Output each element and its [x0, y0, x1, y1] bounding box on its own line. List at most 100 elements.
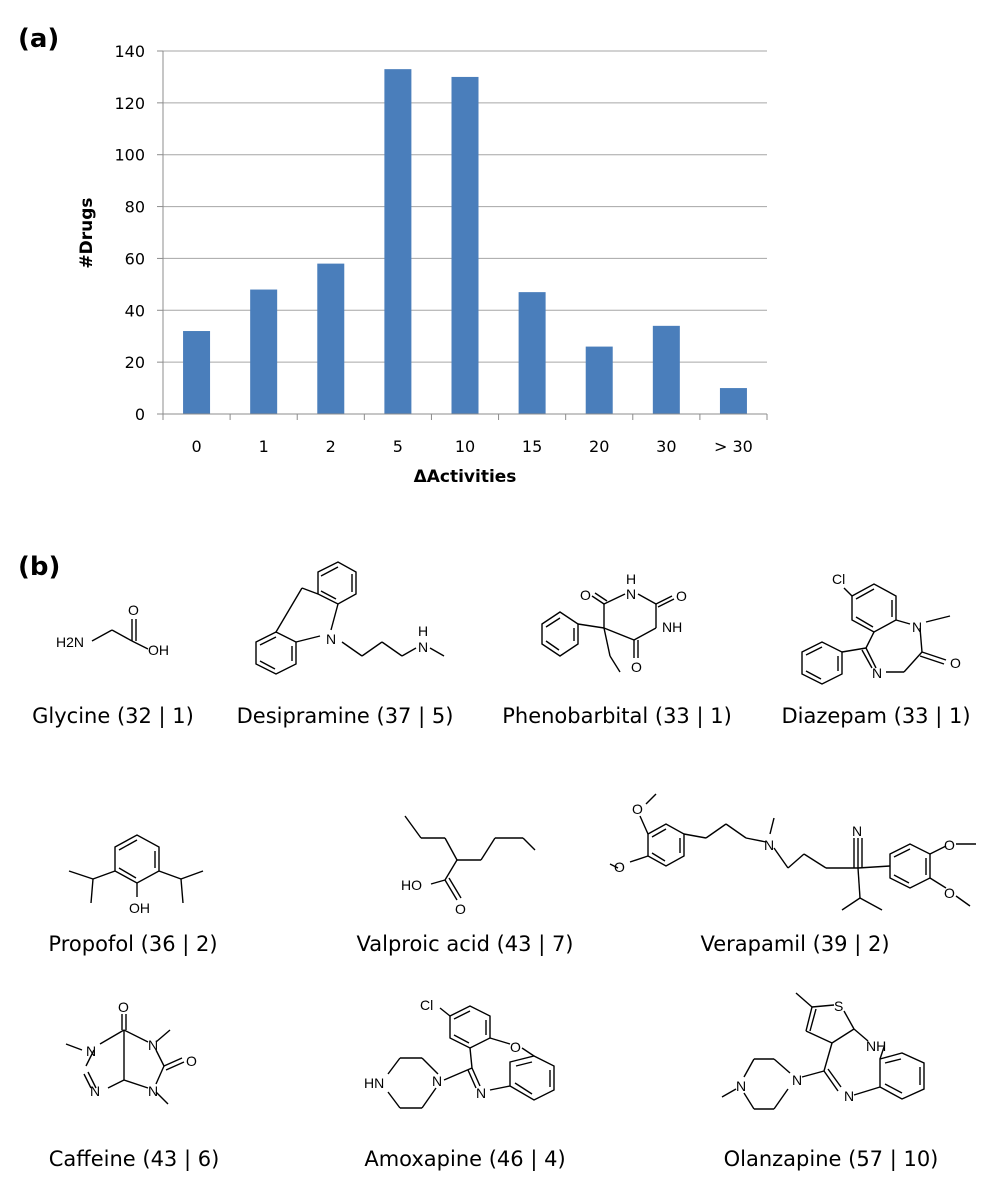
atom-label: O [510, 1039, 521, 1055]
y-tick-label: 0 [135, 405, 145, 424]
valproic-acid-structure-icon: HO O [401, 815, 536, 917]
y-tick-label: 40 [125, 301, 145, 320]
y-tick-label: 60 [125, 249, 145, 268]
chart-bars [183, 69, 747, 415]
atom-label: N [852, 823, 862, 839]
caption-olanzapine: Olanzapine (57 | 10) [723, 1147, 939, 1171]
atom-label: O [950, 655, 961, 671]
atom-label: O [118, 999, 129, 1015]
caption-glycine: Glycine (32 | 1) [32, 704, 194, 728]
x-tick-label: > 30 [714, 437, 753, 456]
atom-label: NH [866, 1038, 886, 1054]
molecule-phenobarbital: O H N O NH O [528, 568, 718, 698]
atom-label: O [186, 1053, 197, 1069]
atom-label: N [736, 1078, 746, 1094]
y-tick-labels: 0 20 40 60 80 100 120 140 [114, 42, 145, 424]
x-axis-title: ΔActivities [414, 467, 517, 487]
atom-label: O [580, 587, 591, 603]
x-tick-label: 30 [656, 437, 676, 456]
y-tick-label: 120 [114, 94, 145, 113]
y-tick-label: 80 [125, 198, 145, 217]
caption-valproic-acid: Valproic acid (43 | 7) [356, 932, 574, 956]
molecule-propofol: OH [55, 815, 225, 930]
panel-label-b: (b) [18, 552, 61, 582]
desipramine-structure-icon: N H N [255, 561, 445, 675]
x-tick-label: 10 [455, 437, 475, 456]
atom-label: Cl [420, 997, 433, 1013]
atom-label: Cl [832, 571, 845, 587]
molecule-verapamil: O O N N O O [609, 788, 990, 923]
x-tick-label: 20 [589, 437, 609, 456]
caption-amoxapine: Amoxapine (46 | 4) [364, 1147, 566, 1171]
atom-label: N [476, 1085, 486, 1101]
molecule-diazepam: Cl N N O [780, 560, 990, 700]
atom-label: NH [662, 619, 682, 635]
atom-label: H [626, 571, 636, 587]
atom-label: N [792, 1072, 802, 1088]
caption-diazepam: Diazepam (33 | 1) [781, 704, 971, 728]
diazepam-structure-icon: Cl N N O [801, 571, 961, 685]
atom-label: OH [148, 642, 169, 658]
molecule-valproic-acid: HO O [395, 808, 555, 923]
atom-label: H [418, 623, 428, 639]
atom-label: N [912, 619, 922, 635]
x-tick-label: 2 [326, 437, 336, 456]
molecule-caffeine: O N N O N N [60, 999, 200, 1120]
atom-label: N [872, 665, 882, 681]
atom-label: N [432, 1073, 442, 1089]
phenobarbital-structure-icon: O H N O NH O [541, 571, 687, 675]
verapamil-structure-icon: O O N N O O [609, 793, 976, 911]
bar [317, 263, 345, 414]
panel-label-a: (a) [18, 24, 60, 54]
bar [250, 289, 278, 414]
atom-label: OH [129, 900, 150, 916]
atom-label: H2N [56, 634, 84, 650]
y-axis-title: #Drugs [77, 197, 97, 268]
atom-label: HN [364, 1075, 384, 1091]
caption-caffeine: Caffeine (43 | 6) [48, 1147, 220, 1171]
x-tick-label: 5 [393, 437, 403, 456]
atom-label: N [148, 1037, 158, 1053]
atom-label: N [86, 1043, 96, 1059]
atom-label: S [834, 998, 843, 1014]
atom-label: O [632, 801, 643, 817]
atom-label: N [326, 631, 336, 647]
atom-label: O [455, 901, 466, 917]
bar [719, 388, 747, 414]
bar [518, 292, 546, 414]
propofol-structure-icon: OH [68, 834, 204, 916]
atom-label: HO [401, 877, 422, 893]
atom-label: N [626, 586, 636, 602]
olanzapine-structure-icon: S NH N N N [721, 992, 925, 1110]
atom-label: O [631, 659, 642, 675]
molecule-amoxapine: Cl O N HN N [360, 990, 580, 1130]
y-tick-label: 20 [125, 353, 145, 372]
chart-axes [157, 50, 768, 420]
atom-label: O [944, 885, 955, 901]
atom-label: N [764, 837, 774, 853]
atom-label: N [90, 1083, 100, 1099]
molecule-desipramine: N H N [238, 560, 448, 700]
atom-label: O [944, 837, 955, 853]
atom-label: N [418, 639, 428, 655]
atom-label: N [844, 1088, 854, 1104]
caption-verapamil: Verapamil (39 | 2) [700, 932, 890, 956]
molecule-olanzapine: S NH N N N [720, 985, 950, 1130]
y-tick-label: 140 [114, 42, 145, 61]
molecule-glycine: H2N O OH [50, 595, 210, 680]
bar [585, 346, 613, 414]
atom-label: N [148, 1083, 158, 1099]
caption-phenobarbital: Phenobarbital (33 | 1) [502, 704, 732, 728]
bar [384, 69, 412, 415]
amoxapine-structure-icon: Cl O N HN N [364, 997, 555, 1109]
caption-propofol: Propofol (36 | 2) [48, 932, 218, 956]
x-tick-label: 15 [522, 437, 542, 456]
bar [451, 76, 479, 414]
bar [652, 325, 680, 414]
x-tick-label: 0 [191, 437, 201, 456]
glycine-structure-icon: H2N O OH [56, 602, 169, 658]
y-tick-label: 100 [114, 146, 145, 165]
atom-label: O [614, 859, 625, 875]
